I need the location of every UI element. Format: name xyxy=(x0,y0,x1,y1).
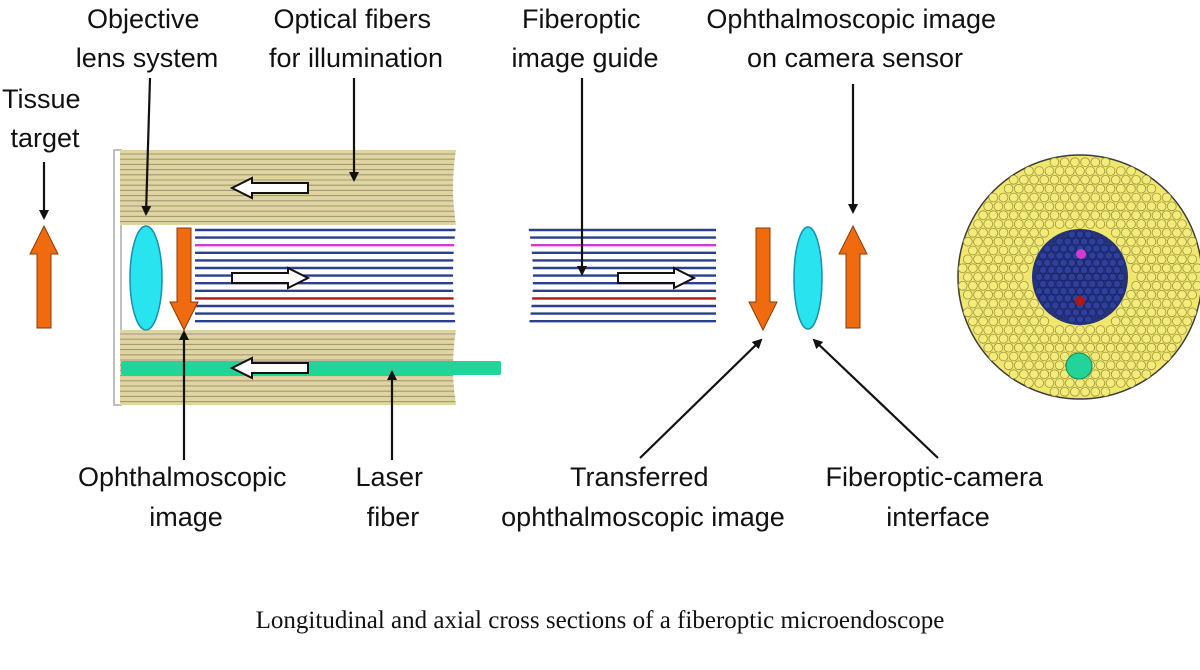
objective-lens xyxy=(129,225,163,331)
magenta-fiber-dot xyxy=(1076,249,1086,259)
illumination-bundle-top xyxy=(120,150,456,225)
tissue-target-arrow xyxy=(29,224,59,329)
leader-objective xyxy=(141,77,152,216)
camera-image-arrow xyxy=(838,224,868,329)
label-image-guide: Fiberoptic image guide xyxy=(511,4,658,73)
red-fiber-dot xyxy=(1075,296,1085,306)
label-objective-lens: Objective lens system xyxy=(76,4,219,73)
interface-lens xyxy=(793,226,823,330)
end-window xyxy=(113,149,122,406)
figure-caption: Longitudinal and axial cross sections of… xyxy=(256,607,945,634)
label-transferred-image: Transferred ophthalmoscopic image xyxy=(501,462,785,532)
illumination-arrow-top xyxy=(229,176,309,200)
laser-fiber-dot xyxy=(1065,352,1093,380)
leader-transferred xyxy=(639,338,763,459)
label-camera-interface: Fiberoptic-camera interface xyxy=(825,462,1050,532)
axial-cross-section xyxy=(957,154,1200,400)
label-laser-fiber: Laser fiber xyxy=(355,462,430,532)
leader-interface xyxy=(812,338,939,459)
ophthalmoscopic-image-arrow xyxy=(169,227,199,332)
illumination-arrow-bottom xyxy=(229,356,309,380)
laser-fiber xyxy=(121,361,501,375)
transferred-image-arrow xyxy=(748,227,778,332)
label-tissue-target: Tissue target xyxy=(2,84,88,153)
image-arrow-right xyxy=(617,266,697,290)
label-camera-image: Ophthalmoscopic image on camera sensor xyxy=(706,4,1003,73)
label-ophthalmoscopic-image: Ophthalmoscopic image xyxy=(78,462,294,532)
label-optical-fibers: Optical fibers for illumination xyxy=(269,4,443,73)
image-arrow-left xyxy=(231,266,311,290)
